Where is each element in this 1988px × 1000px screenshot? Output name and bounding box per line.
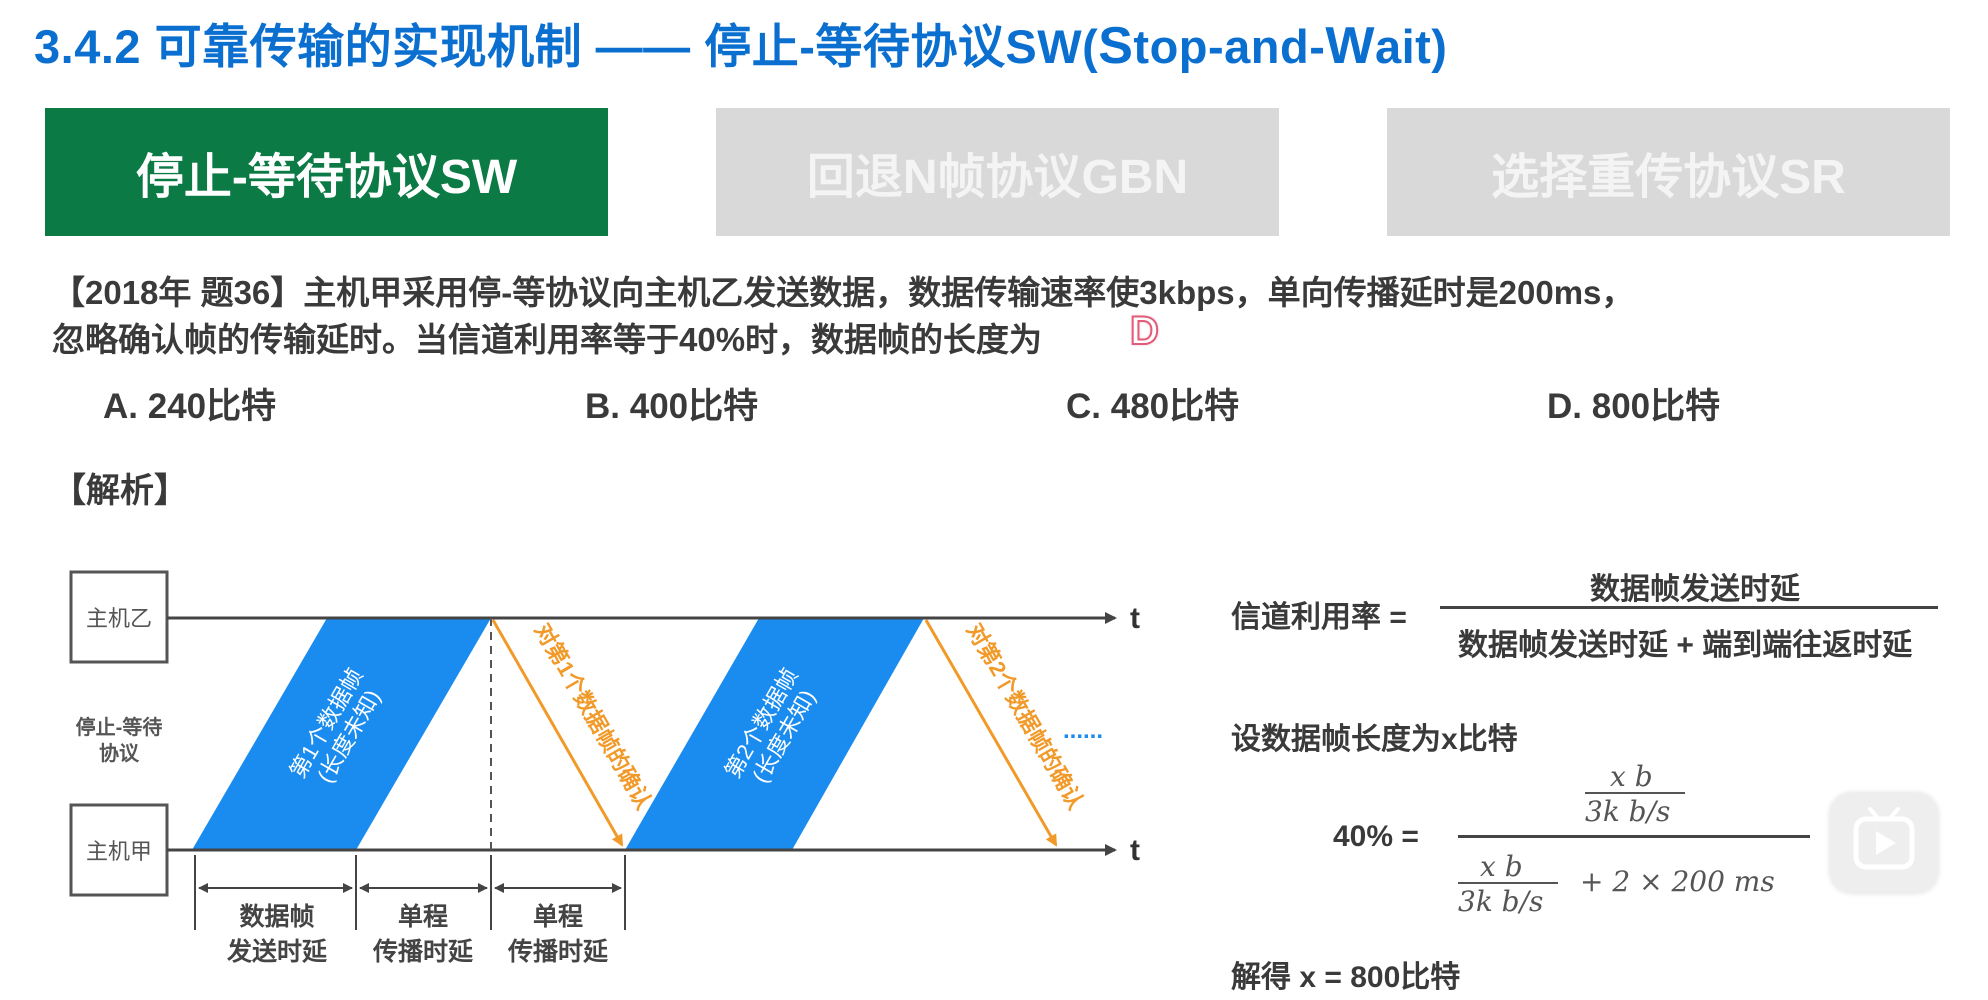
- num-rate: 3k b/s: [1585, 795, 1671, 828]
- play-icon: [1853, 807, 1915, 870]
- stop-and-wait-timing-diagram: 主机乙 主机甲 停止-等待 协议 t t 第1个数据帧 (长度未知) 第2个数据…: [69, 570, 1140, 966]
- assume-text: 设数据帧长度为x比特: [1231, 723, 1518, 756]
- interval-1-label-1: 数据帧: [239, 903, 314, 931]
- utilization-numerator: 数据帧发送时延: [1590, 573, 1800, 606]
- title-prefix: 3.4.2 可靠传输的实现机制 —— 停止-等待协议SW(: [34, 20, 1099, 73]
- host-a-label: 主机甲: [86, 839, 152, 864]
- utilization-fraction-bar: [1440, 606, 1938, 609]
- host-b-box: [69, 570, 169, 664]
- time-label-bottom: t: [1130, 834, 1140, 867]
- play-button[interactable]: [1830, 793, 1938, 893]
- tab-selective-repeat[interactable]: 选择重传协议SR: [1387, 108, 1950, 236]
- title-s: S: [1098, 17, 1134, 75]
- utilization-lhs: 信道利用率 =: [1231, 601, 1407, 634]
- interval-2-label-1: 单程: [398, 903, 448, 931]
- page-title: 3.4.2 可靠传输的实现机制 —— 停止-等待协议SW(Stop-and-Wa…: [34, 8, 1447, 77]
- interval-3-label-1: 单程: [533, 903, 583, 931]
- num-inner-bar: [1585, 792, 1685, 794]
- protocol-label-1: 停止-等待: [76, 715, 163, 739]
- option-d: D. 800比特: [1547, 387, 1721, 426]
- interval-1-label-2: 发送时延: [226, 937, 328, 966]
- equation-fraction-bar: [1458, 835, 1810, 838]
- question-line-2: 忽略确认帧的传输延时。当信道利用率等于40%时，数据帧的长度为: [52, 321, 1043, 358]
- option-c: C. 480比特: [1066, 387, 1240, 426]
- ack-1-arrow: [491, 619, 624, 847]
- result-text: 解得 x = 800比特: [1231, 961, 1461, 994]
- interval-3-label-2: 传播时延: [507, 938, 609, 966]
- analysis-label: 【解析】: [52, 472, 188, 510]
- host-a-box: [69, 803, 169, 897]
- option-b: B. 400比特: [585, 387, 759, 426]
- den-inner-bar: [1458, 882, 1558, 884]
- time-label-top: t: [1130, 602, 1140, 635]
- host-b-label: 主机乙: [86, 606, 152, 631]
- ack-2-arrow: [924, 619, 1058, 847]
- tab-go-back-n[interactable]: 回退N帧协议GBN: [716, 108, 1279, 236]
- den-rate: 3k b/s: [1458, 885, 1544, 918]
- ellipsis: ......: [1063, 717, 1103, 744]
- interval-2-label-2: 传播时延: [372, 938, 474, 966]
- den-tail: + 2 × 200 ms: [1580, 865, 1775, 898]
- utilization-denominator: 数据帧发送时延 + 端到端往返时延: [1458, 629, 1913, 662]
- frame-1-shape: [192, 618, 491, 850]
- frame-2-shape: [625, 618, 924, 850]
- title-mid: top-and-: [1133, 20, 1326, 73]
- question-line-1: 【2018年 题36】主机甲采用停-等协议向主机乙发送数据，数据传输速率使3kb…: [52, 274, 1635, 311]
- answer-letter: D: [1129, 308, 1160, 354]
- equation-lhs: 40% =: [1333, 820, 1419, 853]
- tab-stop-and-wait[interactable]: 停止-等待协议SW: [45, 108, 608, 236]
- protocol-label-2: 协议: [99, 741, 140, 765]
- title-w: W: [1325, 17, 1375, 75]
- den-x: x b: [1480, 850, 1523, 883]
- num-x: x b: [1610, 760, 1653, 793]
- option-a: A. 240比特: [103, 387, 277, 426]
- title-suffix: ait): [1374, 20, 1448, 73]
